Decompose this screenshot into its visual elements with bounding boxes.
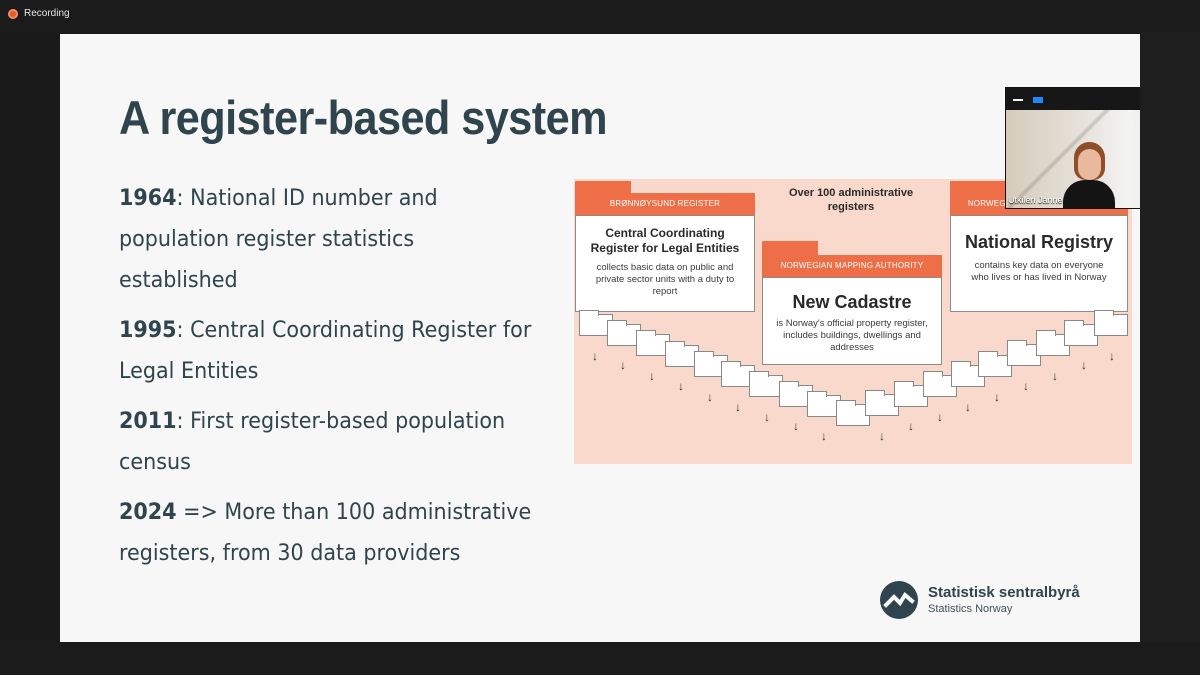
register-card-title: National Registry — [964, 232, 1114, 252]
folder-icon — [1036, 330, 1070, 356]
down-arrow-icon: ↓ — [879, 429, 885, 443]
timeline-item-1995: 1995: Central Coordinating Register for … — [119, 310, 537, 392]
folder-icon — [807, 391, 841, 417]
down-arrow-icon: ↓ — [1081, 358, 1087, 372]
recording-label: Recording — [24, 8, 70, 19]
organization-label-center: NORWEGIAN MAPPING AUTHORITY — [762, 255, 942, 277]
statistics-norway-logo-icon — [880, 581, 918, 619]
folder-icon — [978, 351, 1012, 377]
folder-icon — [749, 371, 783, 397]
folder-icon — [779, 381, 813, 407]
logo-name: Statistisk sentralbyrå — [928, 584, 1080, 601]
logo-text: Statistisk sentralbyrå Statistics Norway — [928, 584, 1080, 616]
down-arrow-icon: ↓ — [620, 358, 626, 372]
register-card-legal-entities: Central Coordinating Register for Legal … — [575, 215, 755, 312]
folder-icon — [1007, 340, 1041, 366]
register-diagram: Over 100 administrative registers BRØNNØ… — [574, 179, 1132, 464]
participant-body — [1063, 180, 1115, 208]
register-card-description: contains key data on everyone who lives … — [971, 260, 1107, 283]
bottom-dark-frame — [0, 642, 1200, 675]
down-arrow-icon: ↓ — [649, 369, 655, 383]
folder-icon — [836, 400, 870, 426]
timeline-item-2011: 2011: First register-based population ce… — [119, 401, 537, 483]
down-arrow-icon: ↓ — [937, 410, 943, 424]
down-arrow-icon: ↓ — [1109, 349, 1115, 363]
register-card-title: New Cadastre — [792, 292, 912, 312]
participant-face — [1078, 149, 1101, 180]
diagram-headline: Over 100 administrative registers — [788, 187, 914, 213]
logo-subtitle: Statistics Norway — [928, 603, 1013, 615]
register-card-national-registry: National Registry contains key data on e… — [950, 215, 1128, 312]
timeline-year: 2024 — [119, 500, 177, 525]
timeline-text: : First register-based population census — [119, 409, 506, 475]
timeline-text: : Central Coordinating Register for Lega… — [119, 318, 532, 384]
timeline-text: : National ID number and population regi… — [119, 186, 438, 293]
timeline-item-1964: 1964: National ID number and population … — [119, 178, 537, 301]
right-dark-frame — [1140, 32, 1200, 675]
folder-icon — [721, 361, 755, 387]
timeline-list: 1964: National ID number and population … — [119, 178, 564, 583]
down-arrow-icon: ↓ — [994, 390, 1000, 404]
video-view-icon[interactable] — [1033, 97, 1043, 103]
minimize-icon[interactable] — [1013, 99, 1023, 101]
video-toolbar — [1006, 88, 1181, 110]
register-card-new-cadastre: New Cadastre is Norway's official proper… — [762, 277, 942, 365]
presentation-slide: A register-based system 1964: National I… — [60, 34, 1140, 642]
recording-bar: Recording — [0, 0, 1200, 32]
down-arrow-icon: ↓ — [793, 419, 799, 433]
timeline-text: => More than 100 administrative register… — [119, 500, 532, 566]
down-arrow-icon: ↓ — [1023, 379, 1029, 393]
statistics-norway-logo: Statistisk sentralbyrå Statistics Norway — [880, 581, 1080, 619]
participant-person — [1059, 142, 1117, 208]
down-arrow-icon: ↓ — [908, 419, 914, 433]
recording-icon — [8, 8, 18, 19]
folder-icon — [923, 371, 957, 397]
timeline-year: 1964 — [119, 186, 177, 211]
timeline-year: 2011 — [119, 409, 177, 434]
folder-icon — [894, 381, 928, 407]
recording-indicator: Recording — [8, 8, 70, 19]
participant-name: Utkilen Janne — [1008, 195, 1063, 205]
down-arrow-icon: ↓ — [592, 349, 598, 363]
register-card-description: collects basic data on public and privat… — [595, 262, 735, 297]
down-arrow-icon: ↓ — [1052, 369, 1058, 383]
folder-icon — [1064, 320, 1098, 346]
timeline-year: 1995 — [119, 318, 177, 343]
register-card-description: is Norway's official property register, … — [776, 318, 928, 353]
folder-icon — [1094, 310, 1128, 336]
folder-icon — [665, 341, 699, 367]
register-card-title: Central Coordinating Register for Legal … — [590, 226, 740, 255]
down-arrow-icon: ↓ — [764, 410, 770, 424]
organization-label-left: BRØNNØYSUND REGISTER — [575, 193, 755, 215]
down-arrow-icon: ↓ — [707, 390, 713, 404]
slide-title: A register-based system — [119, 91, 608, 144]
down-arrow-icon: ↓ — [735, 400, 741, 414]
down-arrow-icon: ↓ — [821, 429, 827, 443]
down-arrow-icon: ↓ — [678, 379, 684, 393]
down-arrow-icon: ↓ — [965, 400, 971, 414]
timeline-item-2024: 2024 => More than 100 administrative reg… — [119, 492, 537, 574]
folder-icon — [607, 320, 641, 346]
